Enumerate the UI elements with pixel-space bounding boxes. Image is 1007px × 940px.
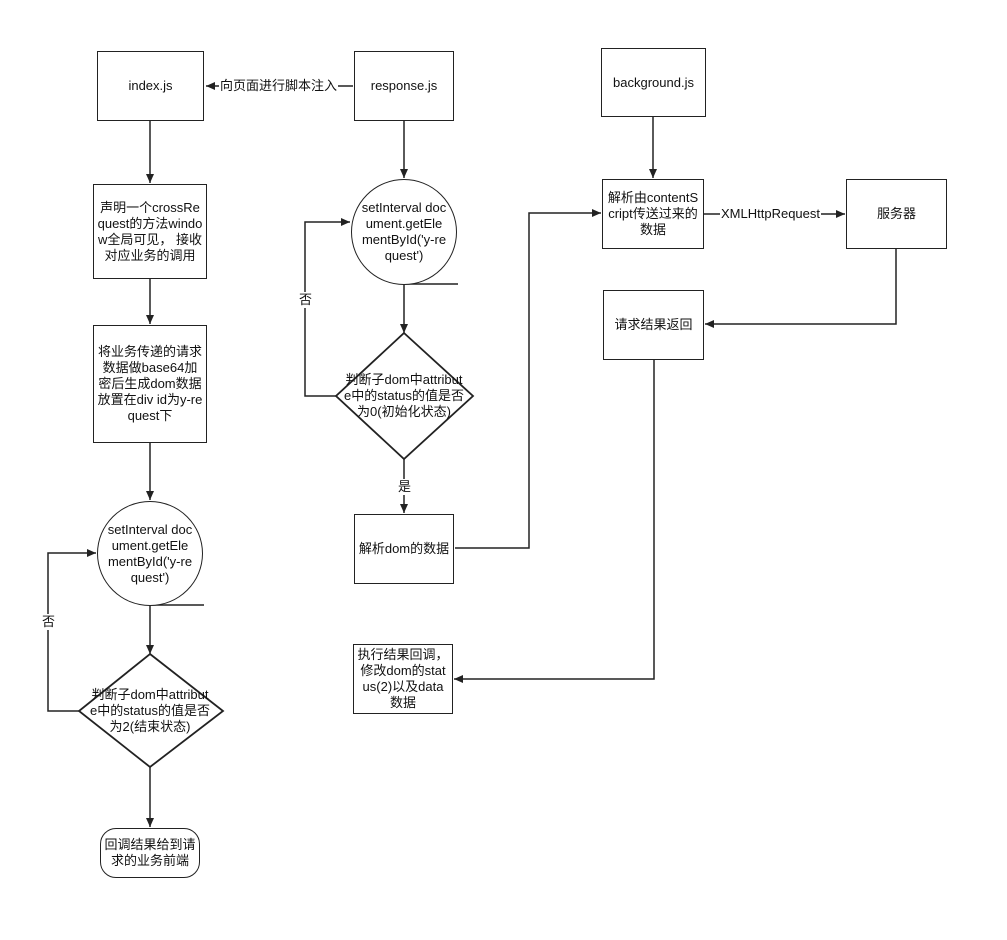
edge-label-yes-mid: 是 (397, 479, 413, 495)
edge-return-to-exec-callback (454, 360, 655, 683)
edge-parse-dom-to-parse-content (455, 209, 601, 549)
return-result-label: 请求结果返回 (614, 317, 693, 332)
callback-frontend-label: 回调结果给到请求的业务前端 (104, 837, 196, 868)
left-decision-diamond (77, 652, 225, 769)
server-label: 服务器 (876, 206, 916, 221)
parse-content-script-node (602, 179, 704, 249)
parse-content-script-label: 解析由contentScript传送过来的数据 (607, 190, 699, 237)
response-js-label: response.js (370, 78, 438, 93)
mid-decision-diamond (334, 331, 475, 461)
exec-callback-node (353, 644, 453, 714)
edge-label-xhr: XMLHttpRequest (720, 206, 821, 222)
parse-dom-node (354, 514, 454, 584)
edge-label-no-left: 否 (41, 614, 57, 630)
background-js-node (601, 48, 706, 117)
response-js-node (354, 51, 454, 121)
parse-dom-label: 解析dom的数据 (358, 541, 450, 556)
left-interval-node (97, 501, 203, 606)
mid-decision-label: 判断子dom中attribute中的status的值是否为0(初始化状态) (344, 372, 464, 419)
declare-label: 声明一个crossRequest的方法window全局可见， 接收对应业务的调用 (97, 199, 203, 263)
edge-left-no-loop (47, 549, 96, 712)
edge-label-inject: 向页面进行脚本注入 (219, 78, 339, 94)
encode-label: 将业务传递的请求数据做base64加密后生成dom数据放置在div id为y-r… (97, 344, 203, 423)
left-decision-label: 判断子dom中attribute中的status的值是否为2(结束状态) (90, 687, 210, 734)
mid-interval-node (351, 179, 457, 285)
index-js-node (97, 51, 204, 121)
edge-server-to-return (705, 249, 897, 328)
exec-callback-label: 执行结果回调，修改dom的status(2)以及data数据 (357, 647, 449, 710)
edge-label-no-mid: 否 (298, 292, 314, 308)
declare-node (93, 184, 207, 279)
encode-node (93, 325, 207, 443)
edge-mid-no-loop (304, 218, 350, 397)
server-node (846, 179, 947, 249)
callback-frontend-node (100, 828, 200, 878)
mid-interval-label: setInterval document.getElementById('y-r… (361, 200, 447, 263)
left-interval-label: setInterval document.getElementById('y-r… (107, 521, 193, 585)
return-result-node (603, 290, 704, 360)
index-js-label: index.js (128, 78, 173, 93)
background-js-label: background.js (613, 74, 694, 90)
